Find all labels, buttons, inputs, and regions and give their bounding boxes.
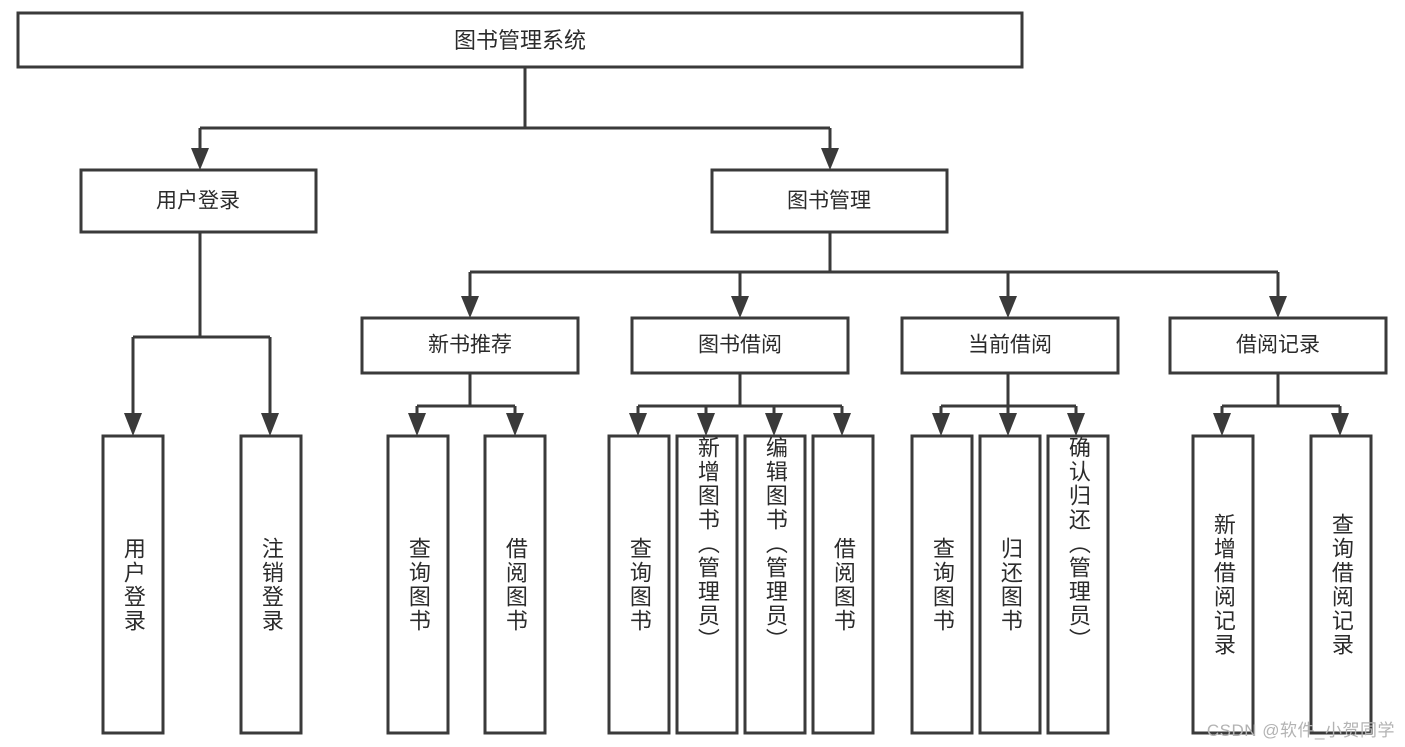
- leaf-edit-book-box[interactable]: [743, 434, 807, 735]
- node-user-login-box[interactable]: [79, 168, 318, 234]
- leaf-query-record-box[interactable]: [1309, 434, 1373, 735]
- leaf-add-record-box[interactable]: [1191, 434, 1255, 735]
- watermark-text: CSDN @软件_小贺同学: [1206, 721, 1395, 740]
- connector-userlogin-to-leaves: [124, 232, 279, 436]
- node-new-book-recommend[interactable]: 新书推荐: [360, 316, 580, 375]
- node-current-borrow-box[interactable]: [900, 316, 1120, 375]
- node-borrow-record-box[interactable]: [1168, 316, 1388, 375]
- node-book-manage[interactable]: 图书管理: [710, 168, 949, 234]
- node-book-manage-label: 图书管理: [787, 190, 871, 213]
- leaf-confirm-return-box[interactable]: [1046, 434, 1110, 735]
- connector-bookborrow-to-leaves: [629, 373, 851, 436]
- node-book-borrow[interactable]: 图书借阅: [630, 316, 850, 375]
- leaf-borrow-book-2-box[interactable]: [811, 434, 875, 735]
- node-book-borrow-box[interactable]: [630, 316, 850, 375]
- connector-borrowrecord-to-leaves: [1213, 373, 1349, 436]
- leaf-query-book-3-box[interactable]: [910, 434, 974, 735]
- node-root-box[interactable]: [16, 11, 1024, 69]
- connector-root-to-level2: [191, 67, 839, 170]
- node-root[interactable]: 图书管理系统: [16, 11, 1024, 69]
- node-current-borrow-label: 当前借阅: [968, 334, 1052, 357]
- node-user-login[interactable]: 用户登录: [79, 168, 318, 234]
- node-user-login-label: 用户登录: [156, 190, 240, 213]
- leaf-boxes: [101, 434, 1373, 735]
- node-book-borrow-label: 图书借阅: [698, 334, 782, 357]
- leaf-logout-box[interactable]: [239, 434, 303, 735]
- node-book-manage-box[interactable]: [710, 168, 949, 234]
- node-root-label: 图书管理系统: [454, 28, 586, 53]
- connector-currentborrow-to-leaves: [932, 373, 1085, 436]
- leaf-add-book-box[interactable]: [675, 434, 739, 735]
- leaf-return-book-box[interactable]: [978, 434, 1042, 735]
- node-borrow-record[interactable]: 借阅记录: [1168, 316, 1388, 375]
- leaf-borrow-book-1-box[interactable]: [483, 434, 547, 735]
- leaf-query-book-2-box[interactable]: [607, 434, 671, 735]
- connector-bookmanage-to-level3: [461, 232, 1287, 318]
- node-new-book-recommend-label: 新书推荐: [428, 334, 512, 357]
- leaf-user-login-box[interactable]: [101, 434, 165, 735]
- node-current-borrow[interactable]: 当前借阅: [900, 316, 1120, 375]
- leaf-query-book-1-box[interactable]: [386, 434, 450, 735]
- node-borrow-record-label: 借阅记录: [1236, 334, 1320, 357]
- connector-newbook-to-leaves: [408, 373, 524, 436]
- node-new-book-recommend-box[interactable]: [360, 316, 580, 375]
